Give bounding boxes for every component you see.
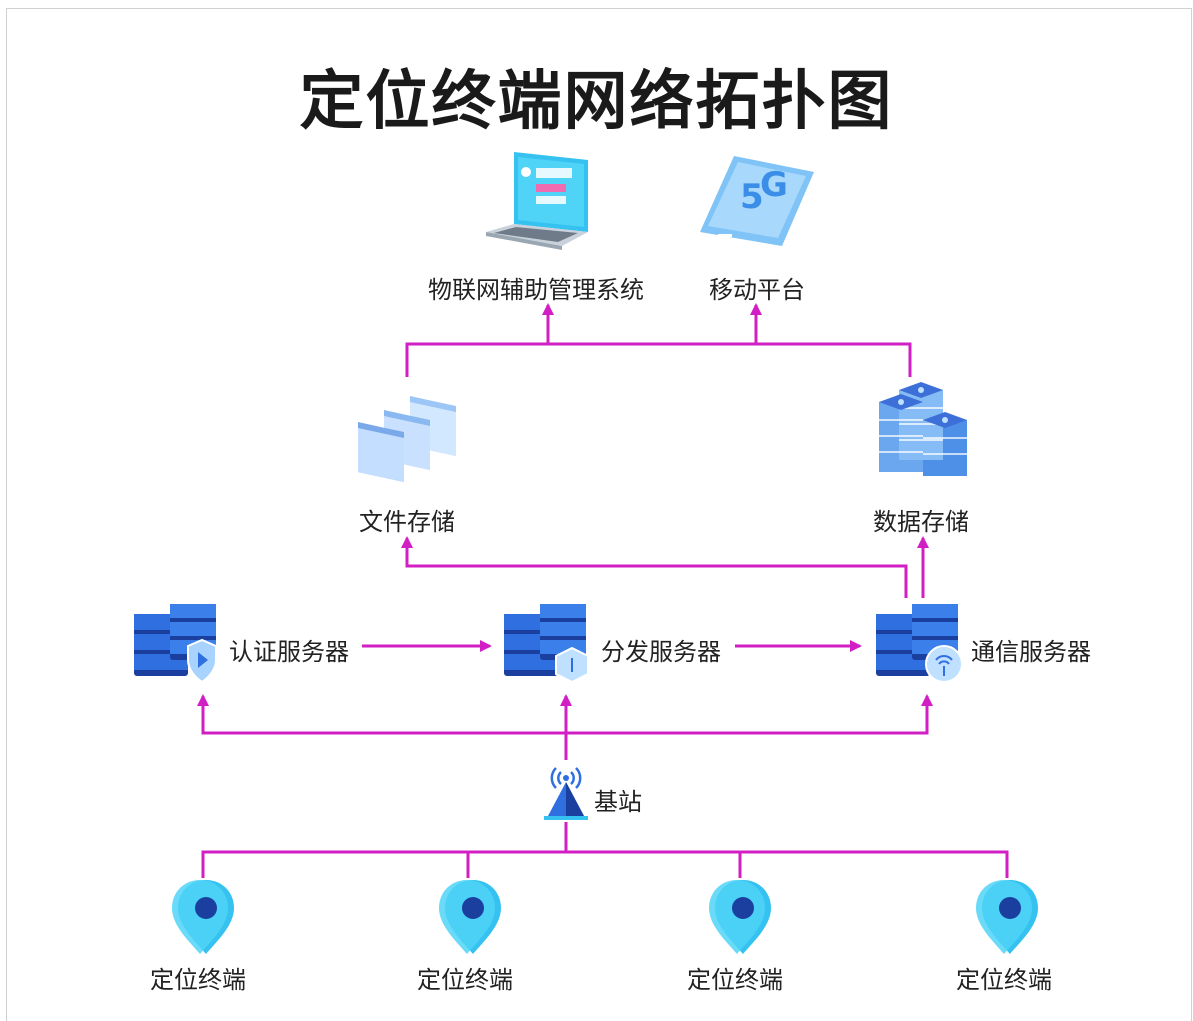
- auth-server-label: 认证服务器: [229, 638, 349, 666]
- server-cube-icon: [504, 604, 589, 684]
- mobile-node[interactable]: 5 G: [696, 150, 820, 254]
- iot-mgmt-node[interactable]: [484, 148, 596, 254]
- diagram-frame: [6, 8, 1192, 1021]
- auth-server-node[interactable]: [130, 600, 222, 694]
- location-pin-icon: [709, 880, 771, 954]
- server-signal-icon: [876, 604, 963, 683]
- database-stack-icon: [879, 382, 967, 476]
- dist-server-label: 分发服务器: [601, 638, 721, 666]
- laptop-icon: [486, 152, 588, 250]
- data-storage-label: 数据存储: [873, 508, 969, 536]
- location-pin-icon: [172, 880, 234, 954]
- link-storage-to-platforms: [405, 342, 912, 377]
- base-station-node[interactable]: [542, 762, 590, 826]
- data-storage-node[interactable]: [873, 380, 973, 484]
- mobile-label: 移动平台: [709, 276, 805, 304]
- diagram-title: 定位终端网络拓扑图: [299, 65, 894, 139]
- iot-mgmt-label: 物联网辅助管理系统: [428, 276, 644, 304]
- terminal-label-1: 定位终端: [150, 966, 246, 994]
- link-comm-to-file-storage: [401, 536, 908, 598]
- 5g-phone-icon: 5 G: [700, 156, 814, 246]
- file-storage-label: 文件存储: [359, 508, 455, 536]
- location-pin-icon: [439, 880, 501, 954]
- folders-icon: [358, 396, 456, 482]
- link-terminal-bus: [201, 850, 1009, 878]
- terminal-label-2: 定位终端: [417, 966, 513, 994]
- terminal-label-4: 定位终端: [956, 966, 1052, 994]
- base-station-icon: [544, 767, 588, 820]
- link-base-to-auth: [197, 694, 566, 735]
- file-storage-node[interactable]: [354, 392, 464, 488]
- terminal-node-3[interactable]: [707, 878, 773, 960]
- terminal-label-3: 定位终端: [687, 966, 783, 994]
- dist-server-node[interactable]: [500, 600, 592, 694]
- svg-text:G: G: [760, 165, 788, 205]
- svg-text:5: 5: [740, 177, 764, 217]
- comm-server-label: 通信服务器: [971, 638, 1091, 666]
- location-pin-icon: [976, 880, 1038, 954]
- terminal-node-4[interactable]: [974, 878, 1040, 960]
- link-base-to-comm: [566, 694, 933, 735]
- terminal-node-1[interactable]: [170, 878, 236, 960]
- base-station-label: 基站: [594, 788, 642, 816]
- server-shield-icon: [134, 604, 217, 684]
- terminal-node-2[interactable]: [437, 878, 503, 960]
- comm-server-node[interactable]: [872, 600, 964, 694]
